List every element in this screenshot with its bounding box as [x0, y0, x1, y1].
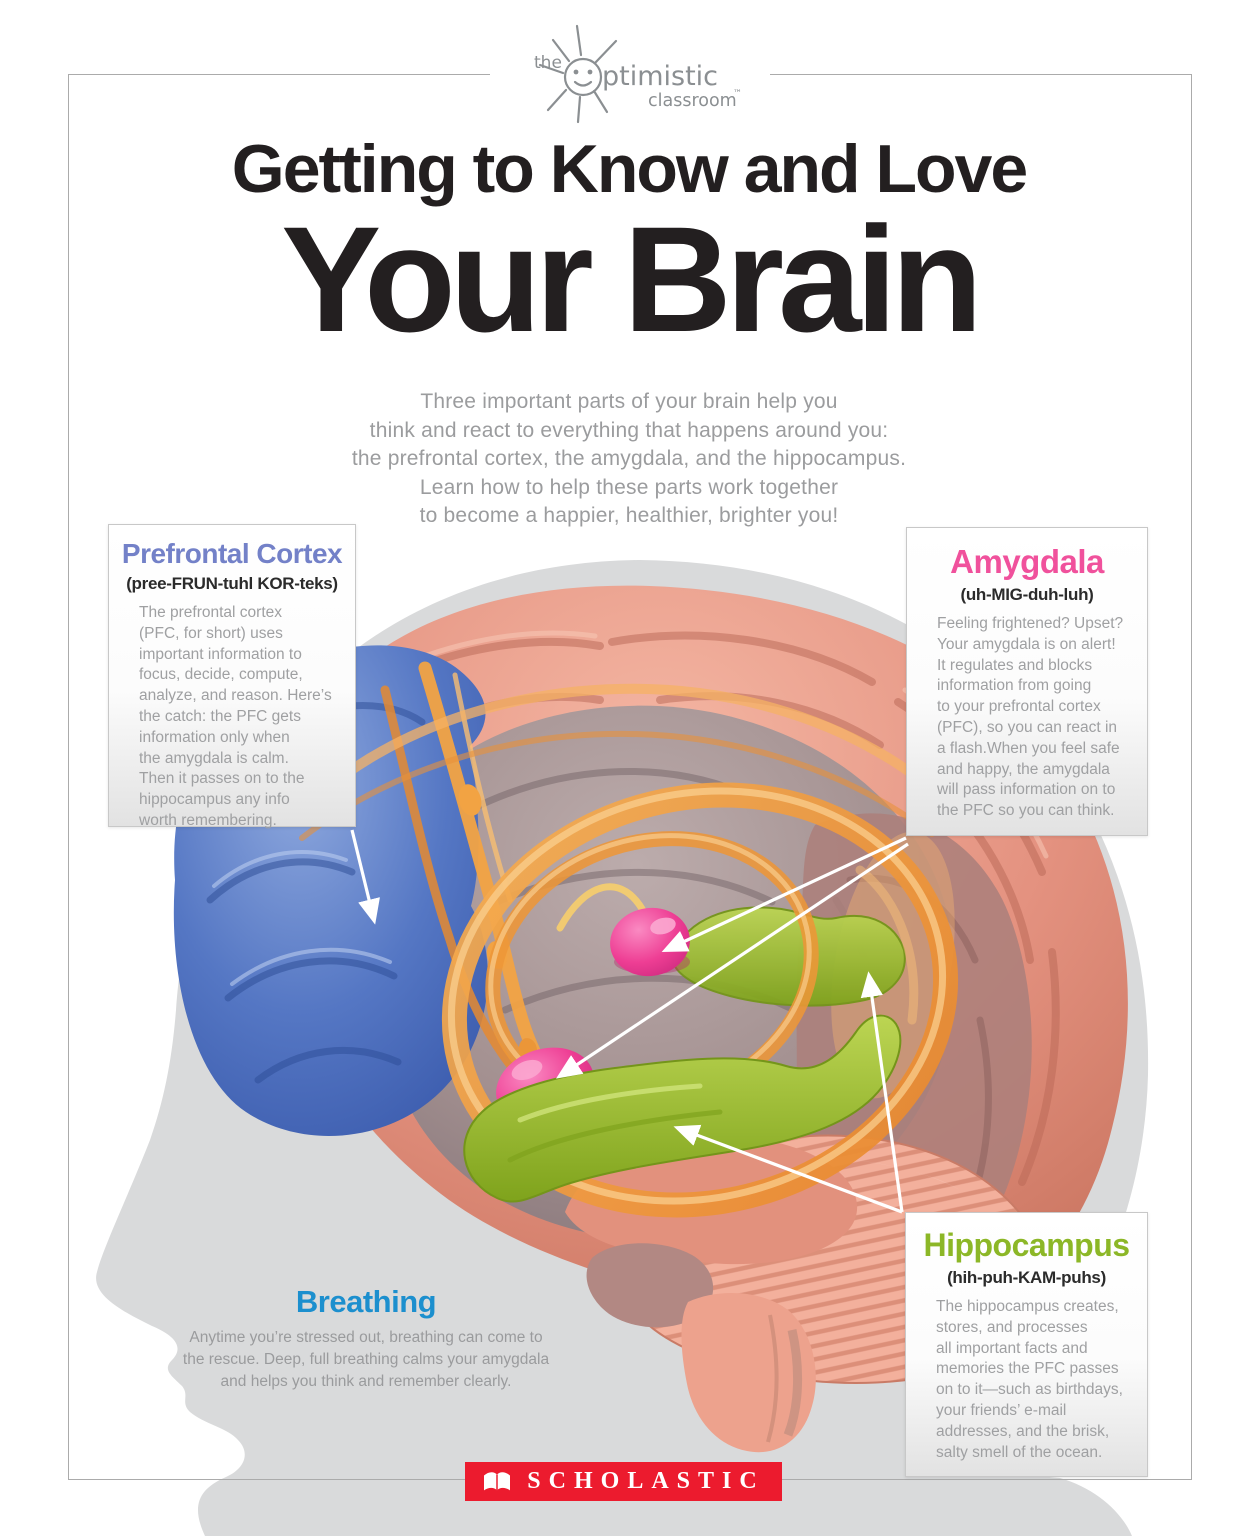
logo-classroom: classroom	[648, 91, 737, 111]
amygdala-pronunciation: (uh-MIG-duh-luh)	[960, 585, 1094, 604]
scholastic-wordmark: SCHOLASTIC	[527, 1468, 765, 1494]
amygdala-node-upper	[610, 907, 690, 977]
arrow-amygdala-lower	[556, 842, 909, 1079]
logo-the: the	[534, 53, 562, 73]
hippocampus-region	[463, 1014, 902, 1203]
arrow-hippocampus-upper	[860, 971, 904, 1213]
sun-smiley-icon	[538, 24, 618, 124]
amygdala-title: Amygdala	[950, 543, 1104, 580]
scholastic-banner: SCHOLASTIC	[465, 1462, 782, 1501]
prefrontal-cortex-body: The prefrontal cortex (PFC, for short) u…	[139, 604, 332, 829]
arrow-prefrontal	[350, 829, 380, 925]
prefrontal-cortex-box: Prefrontal Cortex (pree-FRUN-tuhl KOR-te…	[108, 524, 356, 829]
prefrontal-cortex-title: Prefrontal Cortex	[121, 538, 343, 569]
amygdala-body: Feeling frightened? Upset? Your amygdala…	[937, 615, 1124, 820]
brainstem-region	[681, 1292, 816, 1453]
open-book-icon	[484, 1471, 511, 1490]
hippocampus-body: The hippocampus creates, stores, and pro…	[936, 1298, 1123, 1461]
hippocampus-title: Hippocampus	[923, 1227, 1130, 1263]
pointer-arrows	[350, 829, 909, 1214]
intro-text: Three important parts of your brain help…	[351, 390, 907, 527]
optimistic-classroom-logo: the ptimistic classroom ™	[490, 10, 770, 130]
hippocampus-upper-region	[670, 906, 906, 1007]
page-title: Getting to Know and Love Your Brain	[0, 131, 1258, 363]
hippocampus-box: Hippocampus (hih-puh-KAM-puhs) The hippo…	[905, 1212, 1148, 1477]
arrow-hippocampus-lower	[673, 1124, 903, 1214]
breathing-section: Breathing Anytime you’re stressed out, b…	[140, 1284, 592, 1393]
logo-trademark: ™	[733, 89, 742, 99]
amygdala-box: Amygdala (uh-MIG-duh-luh) Feeling fright…	[906, 527, 1148, 836]
title-line-1: Getting to Know and Love	[231, 131, 1028, 207]
breathing-title: Breathing	[295, 1284, 437, 1319]
arrow-amygdala-upper	[661, 836, 907, 953]
title-line-2: Your Brain	[281, 195, 983, 363]
logo-optimistic: ptimistic	[602, 61, 718, 92]
breathing-body: Anytime you’re stressed out, breathing c…	[182, 1329, 550, 1390]
prefrontal-cortex-pronunciation: (pree-FRUN-tuhl KOR-teks)	[126, 574, 338, 593]
hippocampus-pronunciation: (hih-puh-KAM-puhs)	[947, 1268, 1106, 1287]
